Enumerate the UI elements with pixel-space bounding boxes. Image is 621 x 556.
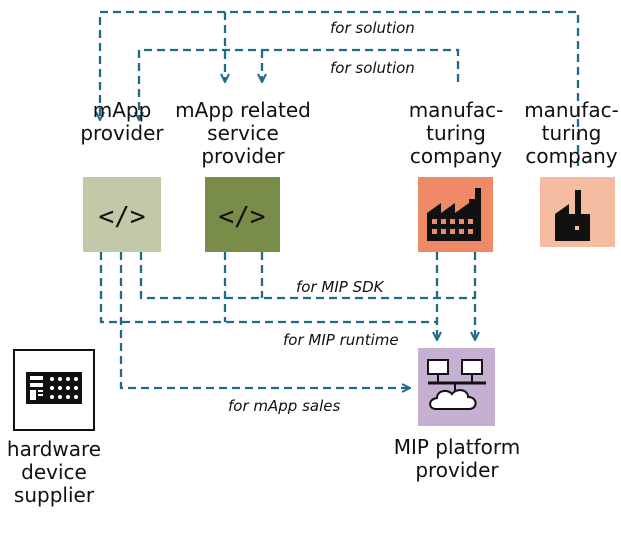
flow-label-solution-top: for solution: [330, 19, 415, 37]
mip-platform-provider-label-text: MIP platform provider: [393, 435, 521, 482]
mapp-provider-label-text: mApp provider: [80, 98, 164, 145]
solution-top-arrow: [100, 10, 580, 166]
manufacturing-company-1-label-text: manufac- turing company: [408, 98, 504, 168]
manufacturing-company-1-node: [418, 177, 493, 252]
mapp-service-provider-node: </>: [205, 177, 280, 252]
network-cloud-icon: [427, 359, 486, 410]
mip-runtime-arrow: [99, 252, 437, 324]
factory-icon: [427, 188, 481, 241]
mapp-provider-box: [83, 177, 161, 252]
hardware-supplier-label-text: hardware device supplier: [6, 437, 102, 507]
manufacturing-company-2-label: manufac- turing company: [522, 99, 621, 168]
mapp-service-provider-label: mApp related service provider: [170, 99, 316, 168]
code-icon: </>: [219, 202, 266, 232]
mapp-provider-label: mApp provider: [66, 99, 178, 145]
hardware-supplier-node: [13, 349, 95, 431]
mip-sdk-arrow: [139, 252, 475, 300]
mapp-service-provider-label-text: mApp related service provider: [175, 98, 311, 168]
manufacturing-company-2-label-text: manufac- turing company: [524, 98, 619, 168]
flow-arrows: [99, 10, 580, 388]
solution-second-arrow: [139, 48, 460, 120]
mapp-sales-arrow: [119, 252, 410, 388]
manufacturing-company-2-node: [540, 177, 615, 247]
manufacturing-company-1-label: manufac- turing company: [400, 99, 512, 168]
code-icon: </>: [99, 202, 146, 232]
flow-label-mapp-sales: for mApp sales: [228, 397, 340, 415]
flow-label-solution-second: for solution: [330, 59, 415, 77]
flow-label-mip-runtime: for MIP runtime: [283, 331, 399, 349]
mapp-provider-node: </>: [83, 177, 161, 252]
mip-platform-provider-node: [418, 348, 495, 426]
mip-platform-provider-label: MIP platform provider: [382, 436, 532, 482]
flow-label-mip-sdk: for MIP SDK: [296, 278, 385, 296]
factory-icon: [555, 190, 590, 241]
hardware-supplier-label: hardware device supplier: [0, 438, 108, 507]
hardware-device-icon: [26, 372, 82, 404]
mapp-service-provider-box: [205, 177, 280, 252]
